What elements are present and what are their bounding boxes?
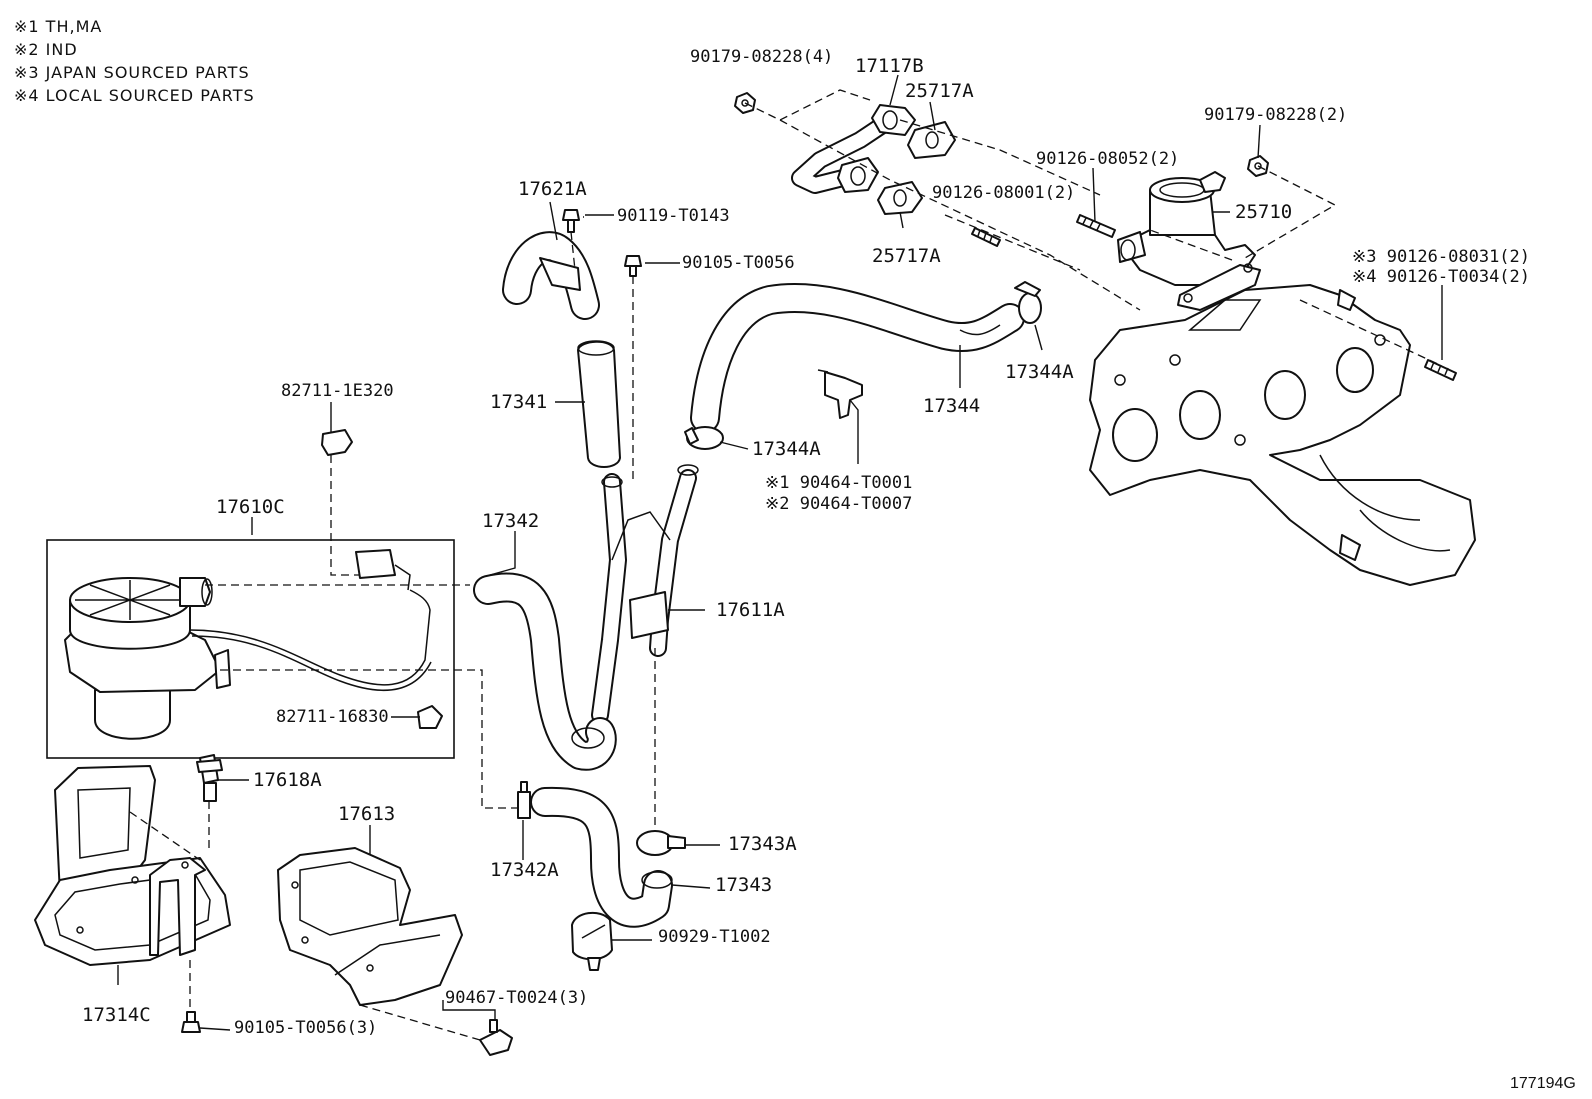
screw-icon-90467 bbox=[479, 1019, 513, 1056]
exhaust-manifold bbox=[1089, 284, 1476, 586]
label-nut-top-right: 90179-08228(2) bbox=[1204, 105, 1347, 125]
note-1: ※1 TH,MA bbox=[14, 17, 102, 36]
hose-17343 bbox=[530, 786, 673, 928]
stud-icon-08001 bbox=[971, 227, 1001, 247]
figure-id: 177194G bbox=[1510, 1075, 1576, 1092]
label-nut-top-left: 90179-08228(4) bbox=[690, 47, 833, 67]
label-stud-08001: 90126-08001(2) bbox=[932, 183, 1075, 203]
bracket-17314C bbox=[34, 765, 231, 966]
connecting-pipe-17117B bbox=[791, 104, 916, 194]
label-17611A: 17611A bbox=[716, 599, 785, 621]
dashed-assembly-lines bbox=[129, 89, 1441, 1041]
grommet-icon-90929 bbox=[571, 911, 613, 971]
sensor-icon-17618A bbox=[196, 754, 223, 802]
label-90929: 90929-T1002 bbox=[658, 927, 771, 947]
hose-17344 bbox=[690, 283, 1025, 433]
air-switching-valve bbox=[1117, 171, 1261, 311]
hose-17342 bbox=[473, 572, 617, 771]
label-25717A-bottom: 25717A bbox=[872, 245, 941, 267]
fitting-icon-17342A bbox=[517, 781, 531, 819]
gasket-top bbox=[907, 121, 956, 159]
label-17342: 17342 bbox=[482, 510, 539, 532]
note-2: ※2 IND bbox=[14, 40, 78, 59]
clamp-icon-17343A bbox=[636, 830, 686, 856]
connector-icon-82711-1E320 bbox=[321, 429, 353, 456]
label-25717A-top: 25717A bbox=[905, 80, 974, 102]
label-17117B: 17117B bbox=[855, 55, 924, 77]
bolt-icon-90119 bbox=[562, 209, 580, 233]
bolt-icon-90105-top bbox=[624, 255, 642, 277]
part-labels: 90179-08228(4) 17117B 25717A 25717A 9012… bbox=[82, 47, 1530, 1038]
notes-legend: ※1 TH,MA ※2 IND ※3 JAPAN SOURCED PARTS ※… bbox=[14, 17, 255, 105]
label-82711-1E320: 82711-1E320 bbox=[281, 381, 394, 401]
stud-icon-08052 bbox=[1076, 214, 1116, 238]
pipe-17611A bbox=[591, 464, 699, 724]
label-17341: 17341 bbox=[490, 391, 547, 413]
label-17613: 17613 bbox=[338, 803, 395, 825]
bolt-icon-90105-bottom bbox=[181, 1011, 201, 1033]
label-stud-08052: 90126-08052(2) bbox=[1036, 149, 1179, 169]
label-clip-th-ma: ※1 90464-T0001 bbox=[765, 473, 912, 493]
label-90105-bottom: 90105-T0056(3) bbox=[234, 1018, 377, 1038]
label-90105-top: 90105-T0056 bbox=[682, 253, 795, 273]
label-82711-16830: 82711-16830 bbox=[276, 707, 389, 727]
stud-icon-manifold bbox=[1424, 359, 1457, 381]
note-4: ※4 LOCAL SOURCED PARTS bbox=[14, 86, 255, 105]
label-25710: 25710 bbox=[1235, 201, 1292, 223]
clamp-icon-17344A-right bbox=[1014, 281, 1042, 324]
label-90467: 90467-T0024(3) bbox=[445, 988, 588, 1008]
label-17343A: 17343A bbox=[728, 833, 797, 855]
label-17621A: 17621A bbox=[518, 178, 587, 200]
air-pump-assembly bbox=[46, 539, 455, 759]
label-17342A: 17342A bbox=[490, 859, 559, 881]
elbow-17621A bbox=[502, 231, 600, 320]
pump-assy-frame bbox=[46, 539, 455, 759]
label-clip-ind: ※2 90464-T0007 bbox=[765, 494, 912, 514]
label-17343: 17343 bbox=[715, 874, 772, 896]
label-stud-local: ※4 90126-T0034(2) bbox=[1352, 267, 1530, 287]
note-3: ※3 JAPAN SOURCED PARTS bbox=[14, 63, 250, 82]
label-17610C: 17610C bbox=[216, 496, 285, 518]
label-90119: 90119-T0143 bbox=[617, 206, 730, 226]
leader-lines bbox=[117, 74, 1443, 1031]
clamp-icon-17344A-mid bbox=[684, 426, 724, 450]
clip-icon-90464 bbox=[817, 369, 863, 419]
label-17314C: 17314C bbox=[82, 1004, 151, 1026]
cover-17613 bbox=[277, 847, 463, 1006]
gasket-bottom bbox=[877, 181, 923, 215]
clamp-icon-82711-16830 bbox=[417, 705, 443, 729]
label-17344: 17344 bbox=[923, 395, 980, 417]
label-17344A-mid: 17344A bbox=[752, 438, 821, 460]
label-17618A: 17618A bbox=[253, 769, 322, 791]
label-stud-japan: ※3 90126-08031(2) bbox=[1352, 247, 1530, 267]
hose-17341 bbox=[577, 340, 621, 468]
label-17344A-right: 17344A bbox=[1005, 361, 1074, 383]
